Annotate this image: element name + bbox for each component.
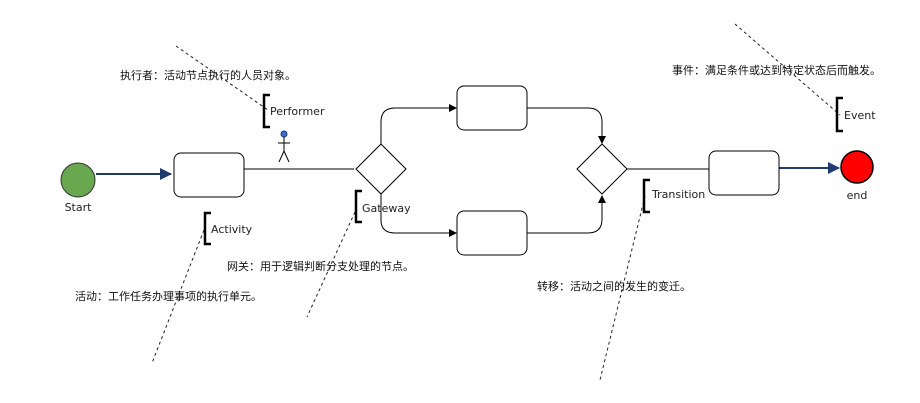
activity-bracket — [203, 211, 211, 246]
transition-callout-label: Transition — [651, 188, 705, 201]
activity-box-final[interactable] — [708, 150, 780, 196]
activity-box-1[interactable] — [173, 152, 245, 198]
gateway-bracket — [354, 189, 362, 224]
performer-callout-label: Performer — [270, 105, 325, 118]
start-event[interactable] — [60, 162, 96, 198]
transition-bracket — [642, 178, 650, 214]
gateway-split[interactable] — [355, 143, 407, 195]
edge-split-top — [380, 104, 457, 144]
event-note: 事件：满足条件或达到特定状态后而触发。 — [672, 63, 881, 77]
event-bracket — [835, 96, 843, 133]
gateway-note: 网关：用于逻辑判断分支处理的节点。 — [227, 259, 414, 273]
activity-note: 活动：工作任务办理事项的执行单元。 — [75, 289, 262, 303]
start-label: Start — [65, 201, 93, 214]
transition-leader-line — [599, 195, 646, 381]
performer-note: 执行者：活动节点执行的人员对象。 — [120, 68, 296, 82]
end-event[interactable] — [840, 150, 874, 184]
gateway-callout-label: Gateway — [362, 202, 411, 215]
activity-box-top[interactable] — [456, 85, 528, 131]
activity-box-bottom[interactable] — [456, 210, 528, 256]
edge-top-to-join — [527, 107, 606, 144]
gateway-join[interactable] — [576, 143, 628, 195]
end-label: end — [847, 189, 868, 202]
performer-bracket — [262, 93, 270, 129]
activity-callout-label: Activity — [211, 223, 253, 236]
performer-icon — [278, 130, 290, 163]
edge-bottom-to-join — [527, 195, 606, 234]
event-callout-label: Event — [844, 109, 876, 122]
performer-leader-line — [175, 45, 269, 111]
gateway-leader-line — [306, 211, 356, 318]
event-leader-line — [734, 23, 841, 116]
transition-note: 转移：活动之间的发生的变迁。 — [537, 279, 691, 293]
edge-split-bottom — [380, 194, 457, 237]
